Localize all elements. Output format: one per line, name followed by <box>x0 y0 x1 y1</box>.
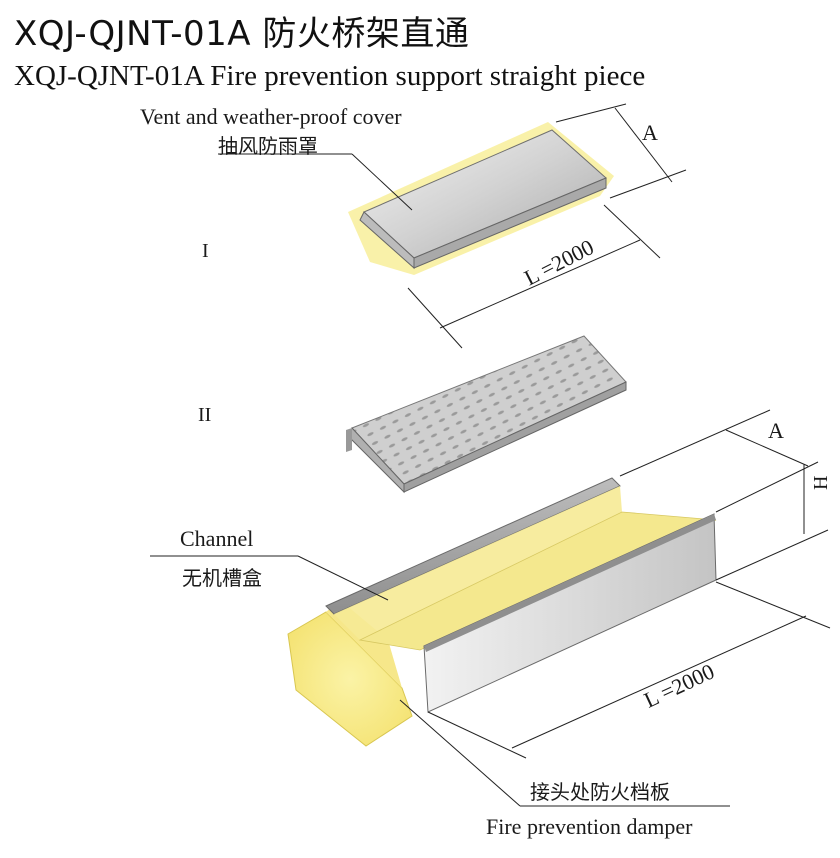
channel-label-cn: 无机槽盒 <box>182 566 262 590</box>
cover-label-cn: 抽风防雨罩 <box>218 134 318 158</box>
damper-label-cn: 接头处防火档板 <box>530 780 670 804</box>
channel-ext-h <box>715 529 829 581</box>
channel-dim-h-label: H <box>810 475 832 490</box>
channel-dim-l-line <box>511 615 807 749</box>
tray-side-flange <box>403 381 627 493</box>
cover-part-number: I <box>202 240 209 262</box>
cover-ext-line-1 <box>555 103 627 123</box>
channel-ext-l-2 <box>427 711 527 759</box>
channel-left-wall-inner <box>334 486 622 640</box>
channel-right-wall-top-edge <box>424 514 716 652</box>
channel-ext-a-1 <box>619 409 771 477</box>
channel-dim-a-line <box>725 429 809 467</box>
cover-dim-a-line <box>614 107 673 183</box>
channel-leader-line <box>297 555 389 601</box>
tray-part-number: II <box>198 404 212 426</box>
tray-perforated-base <box>351 335 627 485</box>
title-chinese: XQJ-QJNT-01A 防火桥架直通 <box>14 14 470 54</box>
cover-label-en: Vent and weather-proof cover <box>140 104 402 129</box>
title-english: XQJ-QJNT-01A Fire prevention support str… <box>14 60 646 92</box>
cover-dim-l-line <box>439 239 641 329</box>
channel-label-en: Channel <box>180 526 254 551</box>
channel-part <box>150 409 831 807</box>
channel-ext-a-2 <box>715 461 819 513</box>
tray-part <box>346 335 627 494</box>
cover-ext-line-3 <box>603 204 661 259</box>
cover-ext-line-2 <box>609 169 687 199</box>
cover-leader-line <box>351 153 413 211</box>
cover-part <box>218 103 687 349</box>
damper-leader-line <box>399 699 521 807</box>
channel-dim-a-label: A <box>768 418 784 443</box>
damper-label-en: Fire prevention damper <box>486 814 693 839</box>
tray-end-tab <box>346 428 352 452</box>
channel-ext-l-1 <box>715 581 831 629</box>
cover-ext-line-4 <box>407 287 463 349</box>
cover-bottom-edge <box>413 177 607 269</box>
cover-dim-a-label: A <box>642 120 658 145</box>
